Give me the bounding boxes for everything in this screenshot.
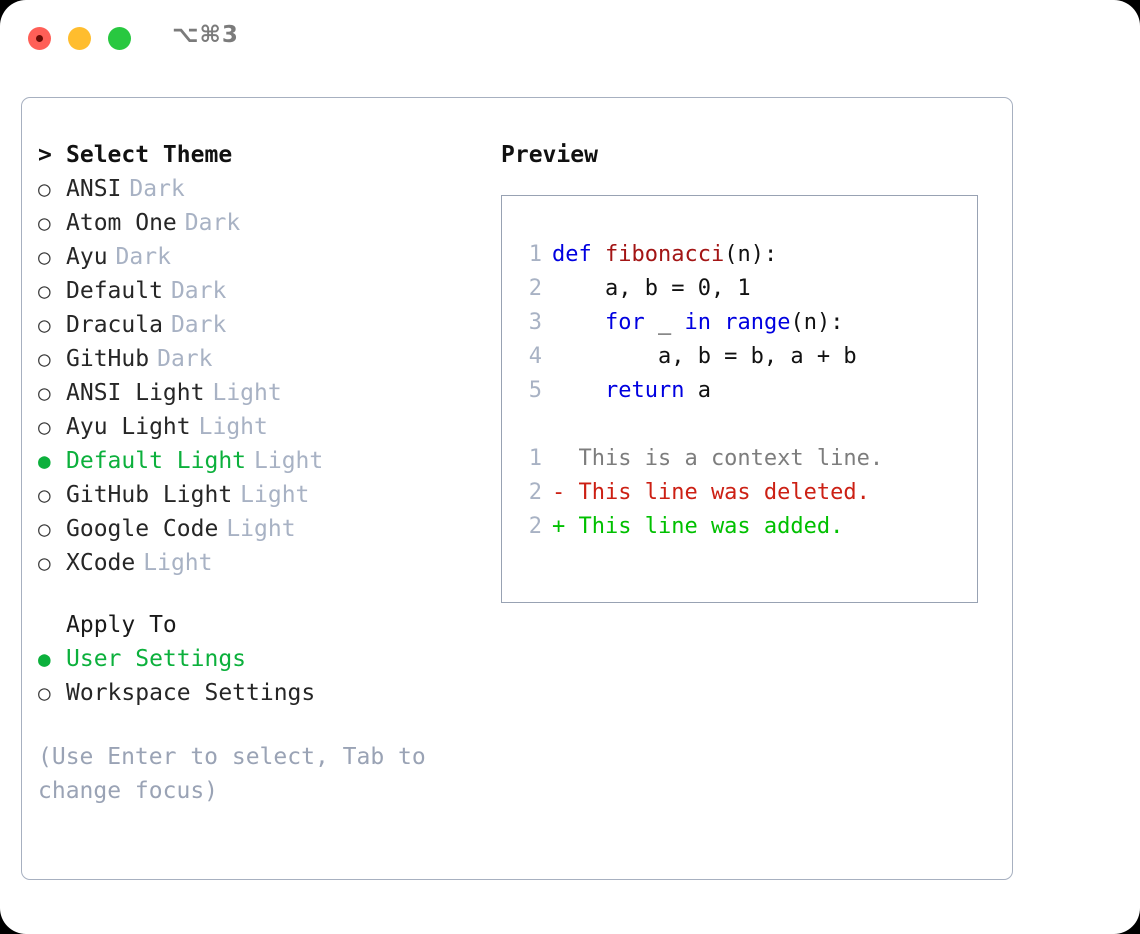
theme-option-label: GitHub [66, 346, 150, 372]
apply-to-option-user-settings[interactable]: ● User Settings [38, 642, 478, 676]
close-button[interactable] [28, 27, 51, 50]
radio-unselected-icon: ○ [38, 681, 51, 705]
line-number: 2 [528, 514, 542, 539]
radio-unselected-icon: ○ [38, 177, 51, 201]
theme-option-tag: Light [143, 550, 213, 576]
diff-line-ctx: 1 This is a context line. [516, 442, 977, 476]
theme-option-ayu-light[interactable]: ○ Ayu Light Light [38, 410, 478, 444]
theme-option-tag: Dark [115, 244, 171, 270]
diff-line-add: 2 + This line was added. [516, 510, 977, 544]
radio-unselected-icon: ○ [38, 347, 51, 371]
code-line: 5 return a [516, 374, 977, 408]
code-line: 4 a, b = b, a + b [516, 340, 977, 374]
maximize-button[interactable] [108, 27, 131, 50]
theme-option-label: Atom One [66, 210, 177, 236]
code-line: 3 for _ in range(n): [516, 306, 977, 340]
line-number: 2 [528, 276, 542, 301]
theme-option-tag: Light [226, 516, 296, 542]
keyboard-shortcut-label: ⌥⌘3 [172, 22, 239, 48]
preview-title: Preview [501, 142, 598, 168]
line-number: 1 [528, 242, 542, 267]
code-text: for _ in range(n): [604, 310, 844, 335]
radio-unselected-icon: ○ [38, 279, 51, 303]
theme-option-label: Google Code [66, 516, 219, 542]
diff-line-del: 2 - This line was deleted. [516, 476, 977, 510]
code-text: a, b = b, a + b [552, 344, 857, 369]
theme-option-github-light[interactable]: ○ GitHub Light Light [38, 478, 478, 512]
theme-option-tag: Light [240, 482, 310, 508]
theme-option-label: GitHub Light [66, 482, 233, 508]
theme-option-atom-one[interactable]: ○ Atom One Dark [38, 206, 478, 240]
radio-selected-icon: ● [38, 449, 51, 473]
radio-selected-icon: ● [38, 647, 51, 671]
theme-option-ansi-light[interactable]: ○ ANSI Light Light [38, 376, 478, 410]
code-text: a, b = 0, 1 [552, 276, 751, 301]
theme-option-tag: Light [254, 448, 324, 474]
apply-to-list: ● User Settings ○ Workspace Settings [38, 642, 478, 710]
radio-unselected-icon: ○ [38, 517, 51, 541]
theme-option-github[interactable]: ○ GitHub Dark [38, 342, 478, 376]
theme-option-google-code[interactable]: ○ Google Code Light [38, 512, 478, 546]
diff-text: This is a context line. [552, 446, 884, 471]
code-spacer [516, 408, 977, 442]
line-number: 3 [528, 310, 542, 335]
radio-unselected-icon: ○ [38, 381, 51, 405]
theme-option-tag: Light [212, 380, 282, 406]
code-text: def fibonacci(n): [552, 242, 778, 267]
theme-option-dracula[interactable]: ○ Dracula Dark [38, 308, 478, 342]
theme-option-xcode[interactable]: ○ XCode Light [38, 546, 478, 580]
apply-to-section: Apply To ● User Settings ○ Workspace Settin… [38, 608, 478, 710]
code-line: 1 def fibonacci(n): [516, 238, 977, 272]
radio-unselected-icon: ○ [38, 211, 51, 235]
theme-option-label: XCode [66, 550, 136, 576]
diff-text: - This line was deleted. [552, 480, 870, 505]
theme-option-label: Ayu Light [66, 414, 191, 440]
theme-option-label: Default Light [66, 448, 247, 474]
minimize-button[interactable] [68, 27, 91, 50]
theme-option-default[interactable]: ○ Default Dark [38, 274, 478, 308]
apply-to-option-label: Workspace Settings [66, 680, 316, 706]
apply-to-option-workspace-settings[interactable]: ○ Workspace Settings [38, 676, 478, 710]
radio-unselected-icon: ○ [38, 415, 51, 439]
theme-option-tag: Dark [184, 210, 241, 236]
line-number: 1 [528, 446, 542, 471]
select-theme-heading: > Select Theme [38, 138, 478, 172]
theme-option-ansi[interactable]: ○ ANSI Dark [38, 172, 478, 206]
radio-unselected-icon: ○ [38, 551, 51, 575]
select-theme-title: Select Theme [66, 142, 233, 168]
radio-unselected-icon: ○ [38, 245, 51, 269]
apply-to-option-label: User Settings [66, 646, 247, 672]
theme-option-tag: Dark [157, 346, 213, 372]
theme-option-label: Default [66, 278, 163, 304]
diff-text: + This line was added. [552, 514, 844, 539]
theme-option-tag: Dark [170, 278, 227, 304]
title-bar: ⌥⌘3 [0, 0, 1140, 78]
line-number: 5 [528, 378, 542, 403]
radio-unselected-icon: ○ [38, 483, 51, 507]
theme-option-label: Dracula [66, 312, 163, 338]
theme-option-tag: Dark [129, 176, 185, 202]
theme-option-label: Ayu [66, 244, 108, 270]
theme-option-default-light[interactable]: ● Default Light Light [38, 444, 478, 478]
line-number: 2 [528, 480, 542, 505]
theme-option-tag: Light [198, 414, 268, 440]
caret-icon: > [38, 142, 52, 168]
theme-option-label: ANSI Light [66, 380, 205, 406]
apply-to-title: Apply To [66, 612, 177, 638]
code-text: return a [604, 378, 711, 403]
theme-option-ayu[interactable]: ○ Ayu Dark [38, 240, 478, 274]
theme-option-tag: Dark [170, 312, 227, 338]
radio-unselected-icon: ○ [38, 313, 51, 337]
code-line: 2 a, b = 0, 1 [516, 272, 977, 306]
line-number: 4 [528, 344, 542, 369]
keyboard-hint: (Use Enter to select, Tab to change focu… [38, 744, 440, 804]
theme-option-label: ANSI [66, 176, 122, 202]
